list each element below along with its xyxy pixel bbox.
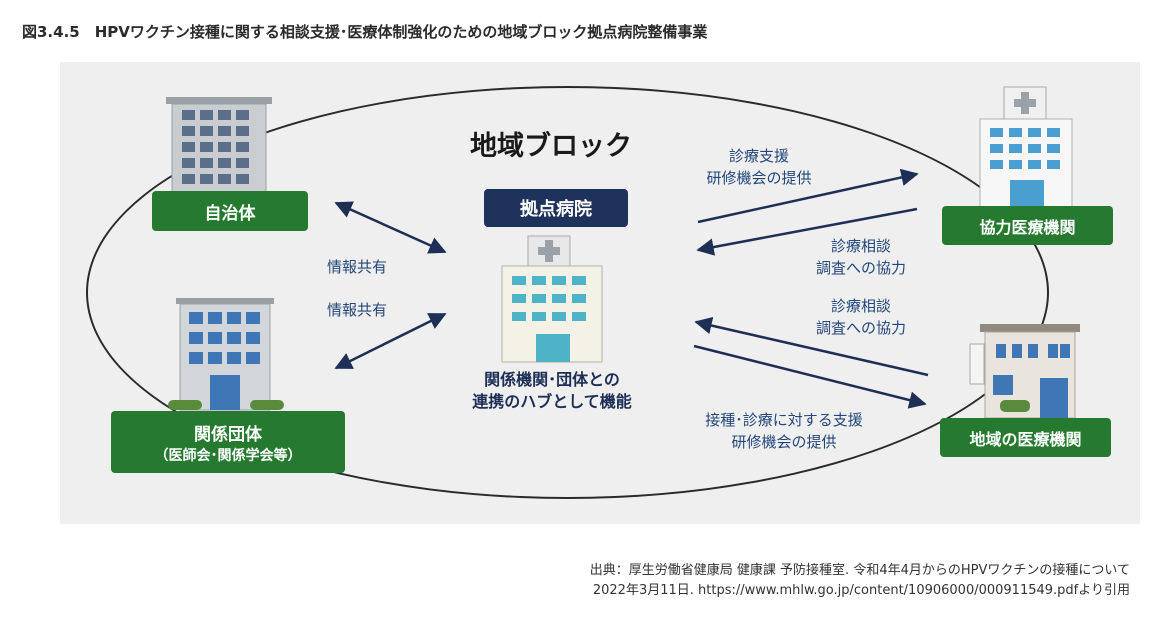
from-local-label: 診療相談 調査への協力 (798, 295, 924, 339)
hub-caption: 関係機関･団体との 連携のハブとして機能 (452, 369, 652, 413)
to-local-line-1: 接種･診療に対する支援 (705, 411, 863, 429)
arrow-hub-to-related-orgs (334, 312, 447, 370)
arrow-hub-to-cooperating (697, 168, 919, 224)
to-cooperating-line-2: 研修機会の提供 (706, 169, 812, 187)
arrow-hub-to-local (693, 344, 927, 409)
cooperating-hospital-icon (979, 86, 1073, 210)
source-citation: 出典：厚生労働省健康局 健康課 予防接種室. 令和4年4月からのHPVワクチンの… (590, 561, 1130, 601)
to-cooperating-line-1: 診療支援 (728, 147, 789, 165)
related-orgs-label: 関係団体 (194, 424, 262, 445)
arrow-local-to-hub (694, 316, 929, 377)
related-orgs-sublabel: （医師会･関係学会等） (154, 447, 302, 464)
figure-title: 図3.4.5 HPVワクチン接種に関する相談支援･医療体制強化のための地域ブロッ… (22, 23, 708, 41)
from-cooperating-label: 診療相談 調査への協力 (798, 235, 924, 279)
cooperating-institution-box: 協力医療機関 (942, 206, 1113, 245)
from-local-line-1: 診療相談 (830, 297, 891, 315)
local-institution-label: 地域の医療機関 (969, 429, 1082, 449)
related-orgs-building-icon (168, 298, 284, 411)
local-clinic-icon (969, 324, 1080, 419)
hub-hospital-icon (501, 235, 603, 363)
related-orgs-box: 関係団体 （医師会･関係学会等） (111, 411, 345, 473)
from-cooperating-line-1: 診療相談 (830, 237, 891, 255)
info-share-lower-label: 情報共有 (327, 301, 388, 319)
cooperating-institution-label: 協力医療機関 (979, 217, 1076, 237)
hub-caption-line-1: 関係機関･団体との (484, 370, 620, 389)
arrow-hub-to-municipality (334, 201, 447, 254)
hub-label-box: 拠点病院 (484, 189, 628, 227)
from-local-line-2: 調査への協力 (815, 319, 906, 337)
to-local-line-2: 研修機会の提供 (731, 433, 837, 451)
arrow-cooperating-to-hub (696, 207, 918, 256)
source-line-2: 2022年3月11日. https://www.mhlw.go.jp/conte… (592, 583, 1130, 598)
info-share-upper-label: 情報共有 (327, 258, 388, 276)
municipality-box: 自治体 (152, 191, 308, 231)
source-line-1: 出典：厚生労働省健康局 健康課 予防接種室. 令和4年4月からのHPVワクチンの… (589, 563, 1130, 578)
from-cooperating-line-2: 調査への協力 (815, 259, 906, 277)
region-label: 地域ブロック (470, 131, 632, 162)
local-institution-box: 地域の医療機関 (940, 418, 1111, 457)
hub-caption-line-2: 連携のハブとして機能 (472, 392, 632, 411)
municipality-label: 自治体 (204, 203, 256, 224)
municipality-building-icon (166, 97, 272, 197)
hub-label: 拠点病院 (520, 199, 592, 220)
to-local-label: 接種･診療に対する支援 研修機会の提供 (674, 409, 894, 453)
to-cooperating-label: 診療支援 研修機会の提供 (684, 145, 834, 189)
